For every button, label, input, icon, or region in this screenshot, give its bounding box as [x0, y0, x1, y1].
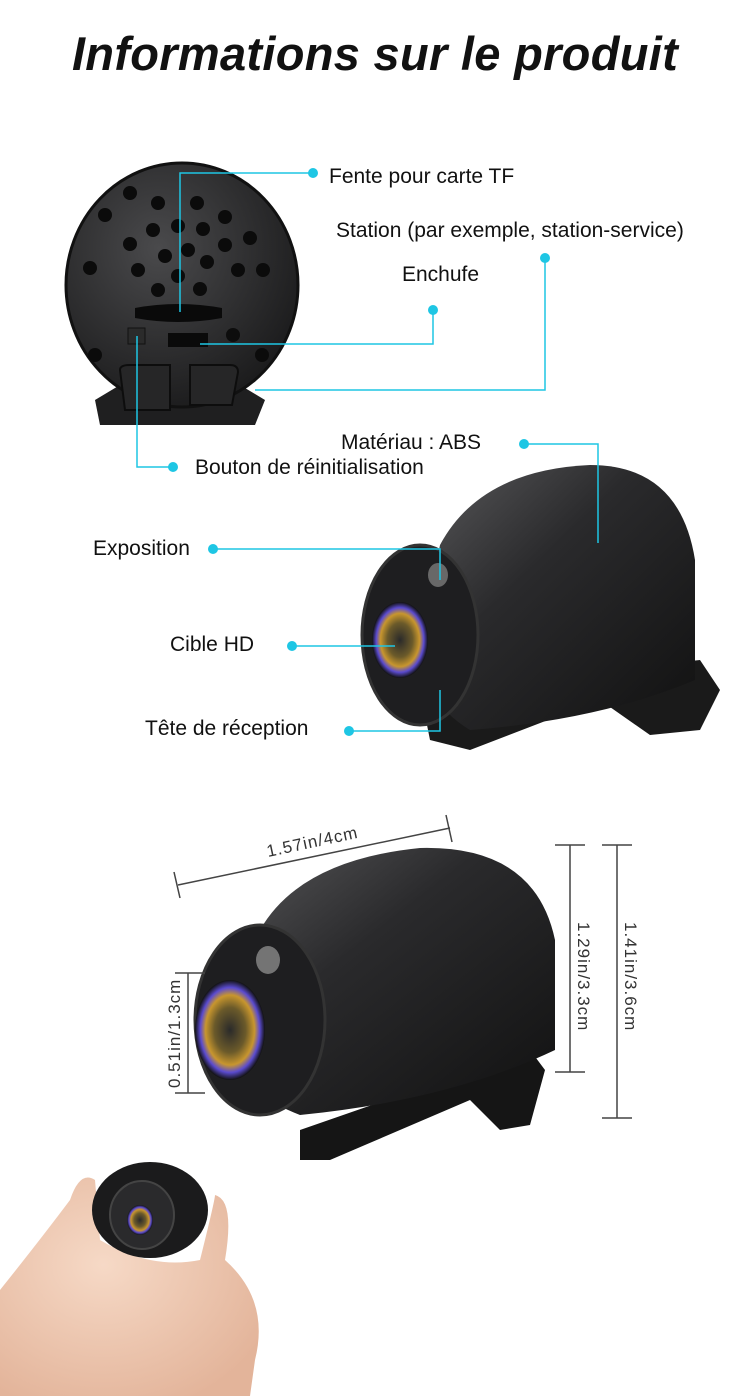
dimension-lens: 0.51in/1.3cm	[165, 979, 184, 1088]
hand-holding-camera	[0, 1162, 259, 1396]
camera-dimension-view	[193, 847, 555, 1160]
label-plug: Enchufe	[402, 263, 480, 286]
dimension-lines	[173, 814, 632, 1119]
label-station: Station (par exemple, station-service)	[336, 219, 684, 242]
dimension-total-height: 1.41in/3.6cm	[621, 922, 640, 1031]
camera-back-view	[64, 161, 300, 425]
dimension-length: 1.57in/4cm	[265, 823, 360, 861]
label-exposure: Exposition	[93, 537, 190, 560]
page-title: Informations sur le produit	[71, 27, 679, 80]
callout-dots	[168, 168, 550, 736]
label-material: Matériau : ABS	[341, 431, 482, 454]
callout-lines	[136, 172, 599, 732]
label-hd-target: Cible HD	[170, 633, 255, 656]
label-tf-slot: Fente pour carte TF	[329, 165, 515, 188]
dimension-body-height: 1.29in/3.3cm	[574, 922, 593, 1031]
label-receiver: Tête de réception	[145, 717, 309, 740]
camera-side-view	[360, 465, 720, 750]
speaker-holes	[83, 186, 270, 362]
label-reset-button: Bouton de réinitialisation	[195, 456, 424, 479]
